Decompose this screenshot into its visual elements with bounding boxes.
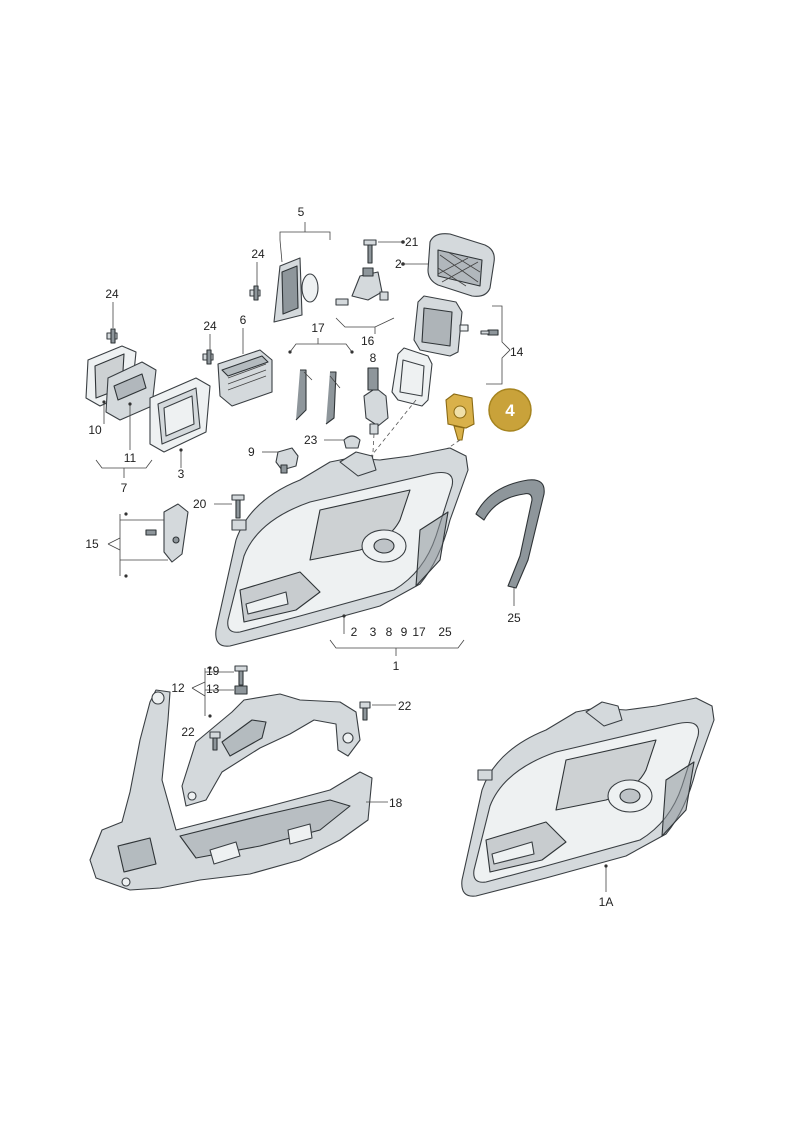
callout-7: 7	[121, 481, 128, 495]
gasket-14	[391, 347, 433, 407]
callout-24a: 24	[251, 247, 265, 261]
callout-16: 16	[361, 334, 375, 348]
callout-15: 15	[85, 537, 99, 551]
part-6-module	[217, 349, 273, 407]
callout-22b: 22	[181, 725, 195, 739]
callout-2: 2	[395, 257, 402, 271]
screw-22b	[209, 731, 221, 751]
callout-25: 25	[507, 611, 521, 625]
part-1-headlamp	[215, 447, 469, 647]
part-25-seal	[475, 479, 545, 589]
screw-24b	[202, 349, 214, 365]
callout-24c: 24	[105, 287, 119, 301]
screw-21	[363, 239, 377, 264]
screw-19	[234, 665, 248, 686]
nut-13	[234, 685, 248, 695]
part-15-bracket	[163, 503, 189, 563]
part-16-bracket	[335, 267, 389, 306]
part-5-bracket	[273, 257, 319, 323]
part-18-carrier	[89, 689, 373, 891]
part-8-socket	[363, 367, 389, 435]
callout-20: 20	[193, 497, 207, 511]
callout-18: 18	[389, 796, 403, 810]
callout-24b: 24	[203, 319, 217, 333]
part-3-frame	[149, 377, 211, 453]
callout-11: 11	[124, 451, 137, 465]
screw-15	[145, 529, 157, 536]
list-2: 2	[351, 625, 358, 639]
callout-8: 8	[370, 351, 377, 365]
list-3: 3	[370, 625, 377, 639]
callout-12: 12	[171, 681, 185, 695]
callout-21: 21	[405, 235, 419, 249]
callout-19: 19	[206, 664, 220, 678]
part-2-cover	[427, 233, 495, 297]
part-4-bulb	[445, 393, 475, 441]
callout-10: 10	[88, 423, 102, 437]
callout-1a: 1A	[599, 895, 614, 909]
callout-22a: 22	[398, 699, 412, 713]
screw-20	[231, 494, 245, 519]
screw-24c	[106, 328, 118, 344]
screw-22a	[359, 701, 371, 721]
callout-23: 23	[304, 433, 318, 447]
callout-9: 9	[248, 445, 255, 459]
list-8: 8	[386, 625, 393, 639]
callout-6: 6	[240, 313, 247, 327]
callout-1: 1	[393, 659, 400, 673]
callout-17: 17	[311, 321, 325, 335]
list-9: 9	[401, 625, 408, 639]
part-12-bracket	[181, 693, 361, 807]
list-25: 25	[438, 625, 452, 639]
part-23-cap	[343, 435, 361, 449]
highlight-badge[interactable]: 4	[488, 388, 532, 432]
screw-14	[480, 329, 499, 336]
callout-5: 5	[298, 205, 305, 219]
callout-3: 3	[178, 467, 185, 481]
list-17: 17	[412, 625, 426, 639]
callout-14: 14	[510, 345, 524, 359]
part-1a-headlamp	[461, 697, 715, 897]
part-17-clips	[295, 369, 341, 425]
part-9-adjuster	[275, 447, 299, 474]
part-14-cover	[413, 295, 469, 357]
callout-13: 13	[206, 682, 220, 696]
part-11-module	[105, 361, 157, 421]
highlight-label: 4	[505, 401, 515, 420]
screw-24a	[249, 285, 261, 301]
